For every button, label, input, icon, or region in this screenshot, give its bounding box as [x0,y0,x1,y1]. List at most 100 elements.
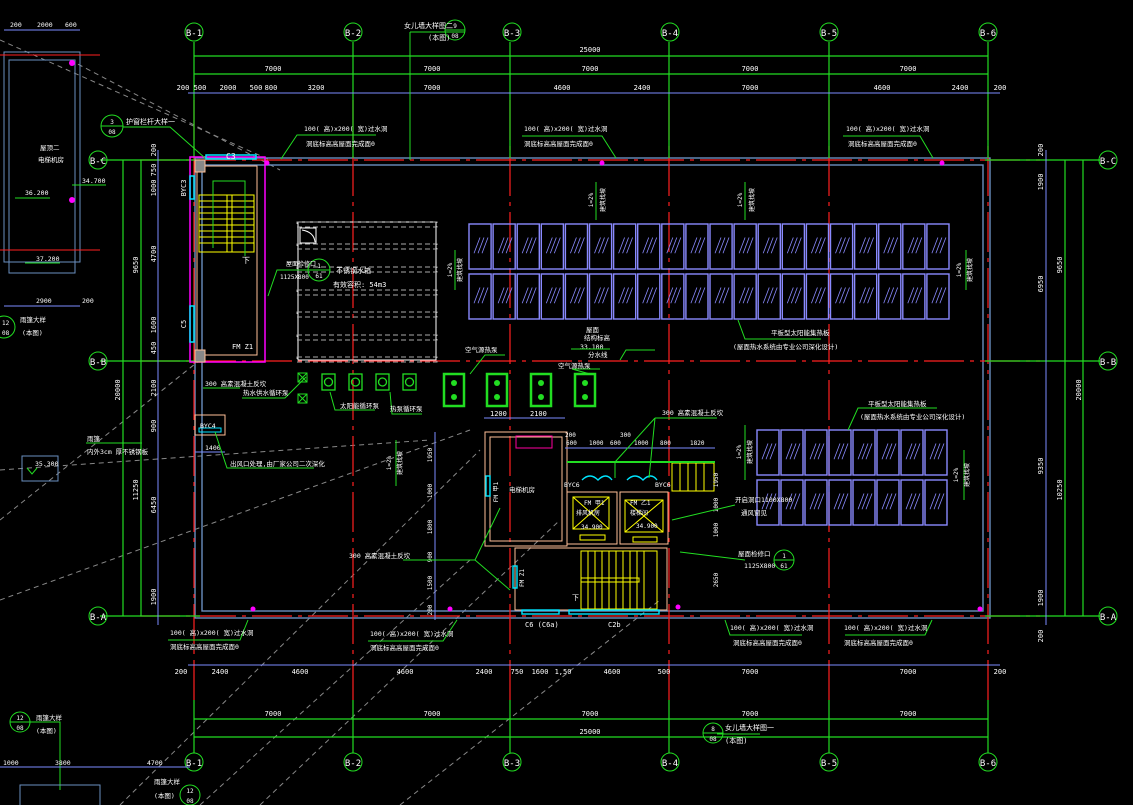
solar-panel [781,223,806,270]
axis-bubbles-side: B-C B-B B-A B-C B-B B-A [88,150,1118,626]
svg-text:BYC6: BYC6 [655,481,671,489]
svg-text:9650: 9650 [132,257,140,274]
panel-hatch [819,287,826,304]
svg-text:3200: 3200 [308,84,325,92]
panel-hatch [915,287,923,304]
solar-panel [828,479,852,526]
svg-text:雨篷: 雨篷 [87,434,101,443]
svg-text:25000: 25000 [579,46,600,54]
panel-hatch [650,287,658,304]
panel-hatch [473,287,481,304]
panel-hatch [839,237,846,254]
svg-text:900: 900 [150,420,158,433]
panel-hatch [789,493,797,510]
svg-text:FM Z1: FM Z1 [519,569,526,587]
panel-hatch [909,493,917,510]
solar-panel [924,479,948,526]
panel-hatch [529,237,537,254]
svg-text:08: 08 [709,736,717,743]
svg-text:2000: 2000 [220,84,237,92]
panel-hatch [698,237,706,254]
svg-text:B-1: B-1 [186,29,202,39]
panel-hatch [811,287,818,304]
svg-text:1600: 1600 [150,317,158,334]
panel-hatch [859,237,866,254]
axis-bubble-bc-right: B-C [1098,150,1118,170]
panel-hatch [931,237,939,254]
panel-hatch [883,237,891,254]
solar-panel [709,223,733,270]
svg-text:i=2%: i=2% [447,262,454,277]
panel-hatch [889,443,897,460]
svg-text:200: 200 [994,668,1007,676]
panel-hatch [935,237,943,254]
panel-hatch [857,443,865,460]
svg-text:450: 450 [150,342,158,355]
svg-text:护窗栏杆大样一: 护窗栏杆大样一 [126,117,175,126]
svg-text:750: 750 [511,668,524,676]
panel-hatch [865,493,873,510]
svg-text:1900: 1900 [150,589,158,606]
panel-hatch [769,493,777,510]
panel-hatch [525,287,533,304]
panel-hatch [891,287,899,304]
svg-text:1000: 1000 [713,522,720,537]
panel-hatch [793,493,801,510]
svg-text:7000: 7000 [424,84,441,92]
panel-hatch [790,287,798,304]
svg-text:B-A: B-A [90,613,107,623]
svg-text:9: 9 [453,23,457,30]
panel-hatch [819,237,826,254]
svg-text:08: 08 [451,33,459,40]
svg-text:1000: 1000 [589,440,604,447]
svg-text:1,50: 1,50 [555,668,572,676]
panel-hatch [646,237,654,254]
right-dimension-text: 20000 9650 10250 200 1900 6950 9350 1900… [1037,144,1083,643]
svg-text:出风口处理,由厂家公司二次深化: 出风口处理,由厂家公司二次深化 [230,459,325,468]
panel-hatch [790,237,798,254]
axis-bubble-ba-right: B-A [1098,606,1118,626]
svg-text:1000: 1000 [3,759,19,767]
panel-hatch [698,287,706,304]
svg-text:有效容积: 54m3: 有效容积: 54m3 [333,280,386,289]
svg-text:内外3cm 厚不锈钢板: 内外3cm 厚不锈钢板 [87,447,149,456]
svg-text:B-B: B-B [90,358,106,368]
svg-text:i=2%: i=2% [736,444,743,459]
svg-text:7000: 7000 [424,65,441,73]
panel-hatch [885,493,893,510]
svg-text:B-6: B-6 [980,759,996,769]
svg-text:女儿墙大样图一: 女儿墙大样图一 [725,723,774,732]
pump-equipment [297,372,597,408]
solar-panel [853,273,878,320]
panel-hatch [861,493,869,510]
panel-hatch [574,287,581,304]
svg-text:6950: 6950 [1037,276,1045,293]
panel-hatch [887,237,895,254]
panel-hatch [714,287,722,304]
solar-panel [637,273,661,320]
svg-text:7000: 7000 [900,65,917,73]
svg-text:空气源热泵: 空气源热泵 [465,345,498,354]
svg-text:7000: 7000 [265,710,282,718]
svg-text:通风窗见: 通风窗见 [741,508,768,517]
panel-hatch [835,237,842,254]
solar-panel [902,223,926,270]
svg-text:洞底标高高屋面完成面0: 洞底标高高屋面完成面0 [170,642,239,651]
svg-text:(本图): (本图) [725,736,747,745]
svg-text:雨篷大样: 雨篷大样 [20,315,47,324]
panel-hatch [594,237,601,254]
solar-panel [540,223,565,270]
slope-labels: i=2% 建筑找坡 i=2% 建筑找坡 i=2% 建筑找坡 i=2% 建筑找坡 … [386,182,974,500]
svg-text:FM Z1: FM Z1 [232,343,253,351]
svg-text:(本图): (本图) [36,726,57,735]
panel-hatch [859,287,866,304]
panel-hatch [929,443,937,460]
svg-text:7000: 7000 [900,710,917,718]
solar-panel-array-top [468,223,950,320]
svg-text:200: 200 [177,84,190,92]
solar-panel [492,273,516,320]
svg-text:空气源热泵: 空气源热泵 [558,361,591,370]
svg-text:洞底标高高屋面完成面0: 洞底标高高屋面完成面0 [848,139,917,148]
svg-text:800: 800 [265,84,278,92]
